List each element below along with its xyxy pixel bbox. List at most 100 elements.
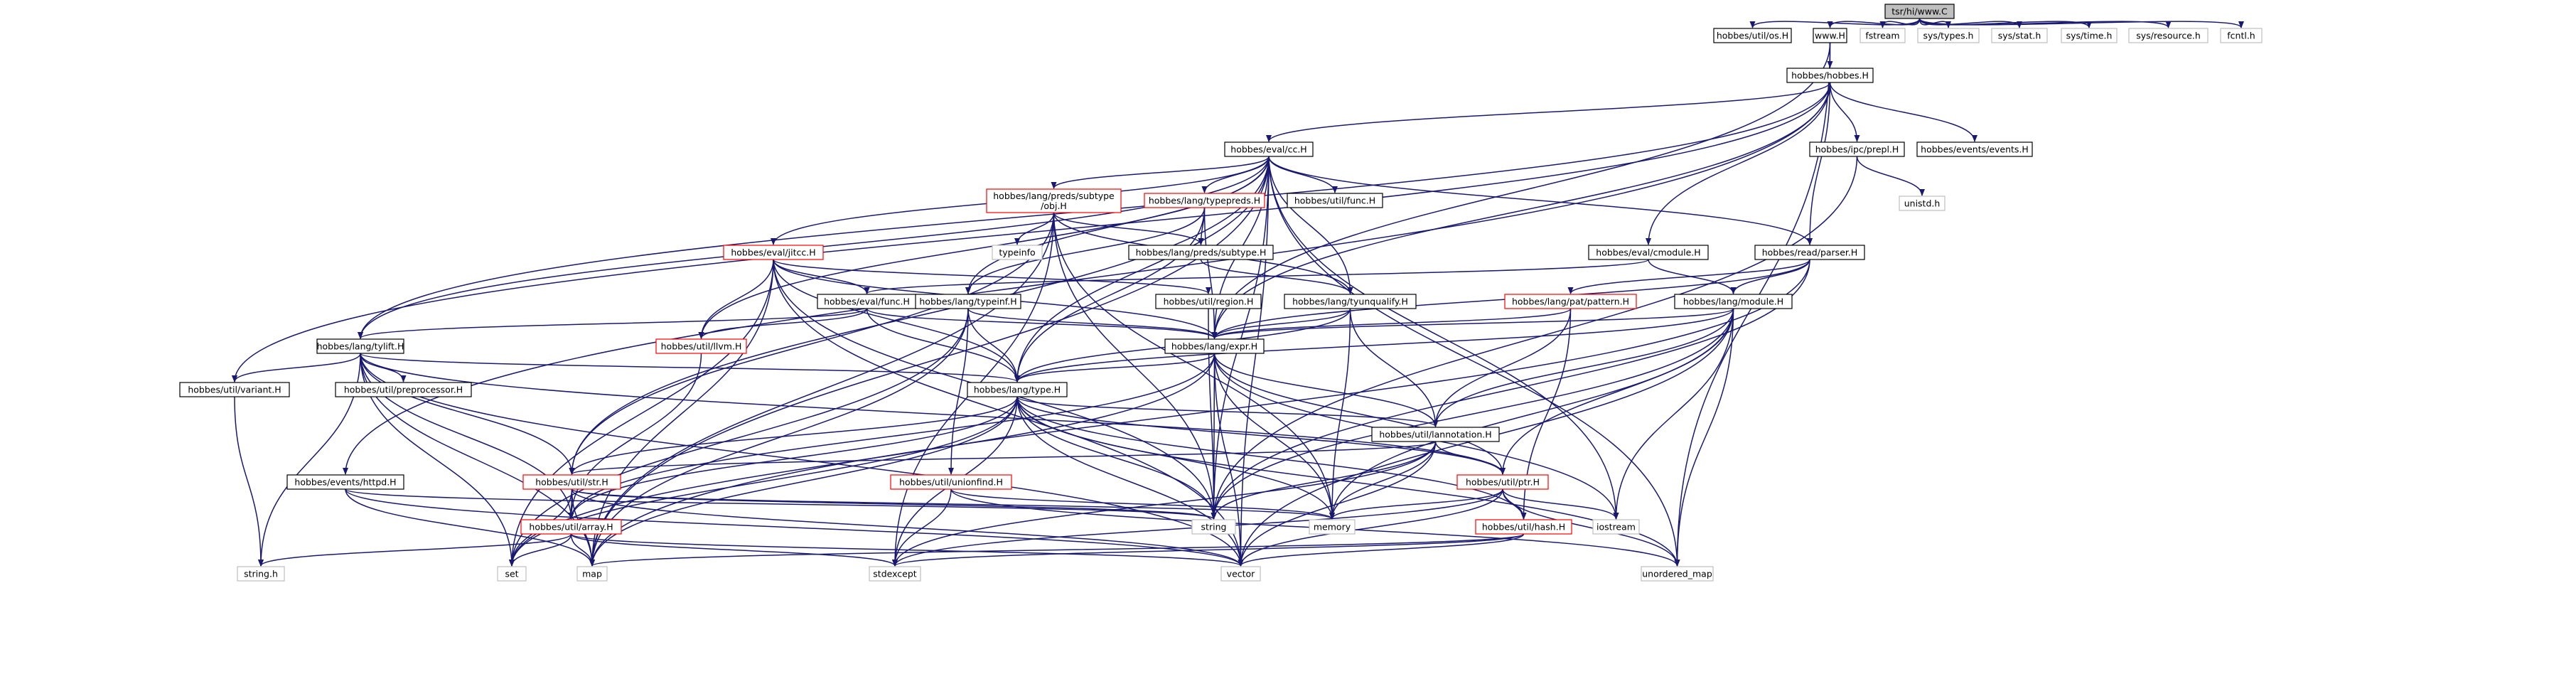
- edge-subtypeObj-to-map: [589, 212, 1055, 567]
- node-func[interactable]: hobbes/util/func.H: [1287, 193, 1383, 208]
- node-variant[interactable]: hobbes/util/variant.H: [179, 382, 290, 397]
- edge-ptr-to-iostream: [1502, 488, 1619, 520]
- edge-array-to-stdexcept: [570, 533, 898, 567]
- node-expr[interactable]: hobbes/lang/expr.H: [1164, 338, 1265, 354]
- node-typepreds[interactable]: hobbes/lang/typepreds.H: [1144, 193, 1265, 208]
- node-memory-box: [1309, 519, 1356, 535]
- edge-hobbesH-to-cc: [1266, 82, 1831, 142]
- node-unistd-box: [1899, 196, 1946, 211]
- node-func-label: hobbes/util/func.H: [1294, 196, 1375, 206]
- edge-expr-to-lannotation: [1213, 353, 1439, 427]
- edge-hobbesH-to-variant: [232, 82, 1831, 383]
- node-string-label: string: [1201, 522, 1227, 533]
- node-iostream: iostream: [1592, 519, 1640, 535]
- node-typeinfo-box: [992, 245, 1043, 260]
- edge-type-to-lannotation: [1016, 396, 1439, 427]
- edge-lannotation-to-string: [1211, 441, 1437, 520]
- node-ptr[interactable]: hobbes/util/ptr.H: [1456, 474, 1549, 490]
- node-cc[interactable]: hobbes/eval/cc.H: [1224, 141, 1314, 157]
- edge-funcH-to-tylift: [358, 308, 868, 339]
- edge-expr-to-vector: [1213, 353, 1244, 567]
- edge-cc-to-unordered_map: [1268, 156, 1680, 567]
- node-tyunqualify-label: hobbes/lang/tyunqualify.H: [1292, 296, 1408, 307]
- node-systime: sys/time.h: [2061, 28, 2118, 43]
- node-unionfind[interactable]: hobbes/util/unionfind.H: [890, 474, 1012, 490]
- node-hobbesH[interactable]: hobbes/hobbes.H: [1786, 68, 1874, 83]
- edge-str-to-string: [571, 488, 1217, 520]
- node-typepreds-box: [1144, 193, 1265, 208]
- node-type[interactable]: hobbes/lang/type.H: [967, 382, 1068, 397]
- node-tylift[interactable]: hobbes/lang/tylift.H: [316, 338, 404, 354]
- node-fstream-box: [1859, 28, 1906, 43]
- edge-funcH-to-llvm: [698, 308, 868, 339]
- node-tyunqualify[interactable]: hobbes/lang/tyunqualify.H: [1284, 294, 1417, 309]
- node-expr-label: hobbes/lang/expr.H: [1171, 341, 1257, 352]
- node-cmodule[interactable]: hobbes/eval/cmodule.H: [1588, 245, 1709, 260]
- node-subtypeH[interactable]: hobbes/lang/preds/subtype.H: [1128, 245, 1274, 260]
- node-httpd[interactable]: hobbes/events/httpd.H: [286, 474, 404, 490]
- node-pattern[interactable]: hobbes/lang/pat/pattern.H: [1504, 294, 1637, 309]
- edge-lannotation-to-memory: [1329, 441, 1437, 520]
- edge-type-to-str: [569, 396, 1018, 475]
- edge-tylift-to-array: [360, 353, 574, 520]
- edge-cc-to-vector: [1238, 156, 1270, 567]
- node-map: map: [576, 566, 608, 582]
- node-map-label: map: [582, 569, 602, 579]
- node-sysresource: sys/resource.h: [2128, 28, 2209, 43]
- node-subtypeH-label: hobbes/lang/preds/subtype.H: [1136, 247, 1267, 258]
- node-region[interactable]: hobbes/util/region.H: [1155, 294, 1262, 309]
- edge-jitcc-to-llvm: [698, 259, 774, 339]
- edge-httpd-to-map: [345, 488, 595, 567]
- node-os[interactable]: hobbes/util/os.H: [1713, 28, 1792, 43]
- edge-unionfind-to-stdexcept: [892, 488, 952, 567]
- node-array-label: hobbes/util/array.H: [529, 522, 613, 533]
- edge-cc-to-parser: [1268, 156, 1813, 245]
- node-hash[interactable]: hobbes/util/hash.H: [1475, 519, 1572, 535]
- node-llvm[interactable]: hobbes/util/llvm.H: [655, 338, 747, 354]
- node-iostream-label: iostream: [1596, 522, 1636, 533]
- edge-hobbesH-to-httpd: [343, 82, 1831, 475]
- node-lannotation[interactable]: hobbes/util/lannotation.H: [1371, 427, 1500, 442]
- node-typeinf[interactable]: hobbes/lang/typeinf.H: [915, 294, 1021, 309]
- node-tylift-box: [316, 338, 404, 354]
- node-events[interactable]: hobbes/events/events.H: [1916, 141, 2033, 157]
- node-func-box: [1287, 193, 1383, 208]
- node-memory: memory: [1309, 519, 1356, 535]
- node-fcntl-box: [2220, 28, 2263, 43]
- node-string: string: [1191, 519, 1236, 535]
- node-llvm-label: hobbes/util/llvm.H: [661, 341, 742, 352]
- node-fcntl: fcntl.h: [2220, 28, 2263, 43]
- node-pattern-label: hobbes/lang/pat/pattern.H: [1512, 296, 1629, 307]
- node-unistd-label: unistd.h: [1904, 198, 1941, 209]
- node-funcH[interactable]: hobbes/eval/func.H: [817, 294, 917, 309]
- node-set: set: [497, 566, 527, 582]
- edge-module-to-expr: [1211, 308, 1734, 339]
- edge-cc-to-tyunqualify: [1268, 156, 1353, 294]
- node-subtypeObj[interactable]: hobbes/lang/preds/subtype/obj.H: [986, 188, 1122, 213]
- node-root[interactable]: tsr/hi/www.C: [1884, 4, 1955, 19]
- node-set-label: set: [505, 569, 518, 579]
- node-sysstat-label: sys/stat.h: [1998, 31, 2041, 41]
- node-jitcc[interactable]: hobbes/eval/jitcc.H: [723, 245, 824, 260]
- node-array[interactable]: hobbes/util/array.H: [520, 519, 622, 535]
- node-wwwH[interactable]: www.H: [1813, 28, 1847, 43]
- node-array-box: [520, 519, 622, 535]
- edge-prepl-to-unistd: [1856, 156, 1925, 196]
- edge-str-to-memory: [571, 488, 1335, 520]
- node-prepl-box: [1809, 141, 1905, 157]
- node-unistd: unistd.h: [1899, 196, 1946, 211]
- edge-tylift-to-preprocessor: [360, 353, 407, 383]
- node-str[interactable]: hobbes/util/str.H: [522, 474, 621, 490]
- node-ptr-label: hobbes/util/ptr.H: [1466, 477, 1540, 488]
- node-module[interactable]: hobbes/lang/module.H: [1674, 294, 1793, 309]
- node-preprocessor[interactable]: hobbes/util/preprocessor.H: [335, 382, 472, 397]
- edge-ptr-to-memory: [1329, 488, 1503, 520]
- edge-module-to-memory: [1329, 308, 1734, 520]
- edge-root-to-fstream: [1879, 18, 1921, 28]
- node-variant-label: hobbes/util/variant.H: [188, 385, 281, 395]
- node-prepl[interactable]: hobbes/ipc/prepl.H: [1809, 141, 1905, 157]
- edge-type-to-string: [1016, 396, 1217, 520]
- node-parser[interactable]: hobbes/read/parser.H: [1754, 245, 1865, 260]
- edge-parser-to-pattern: [1567, 259, 1810, 294]
